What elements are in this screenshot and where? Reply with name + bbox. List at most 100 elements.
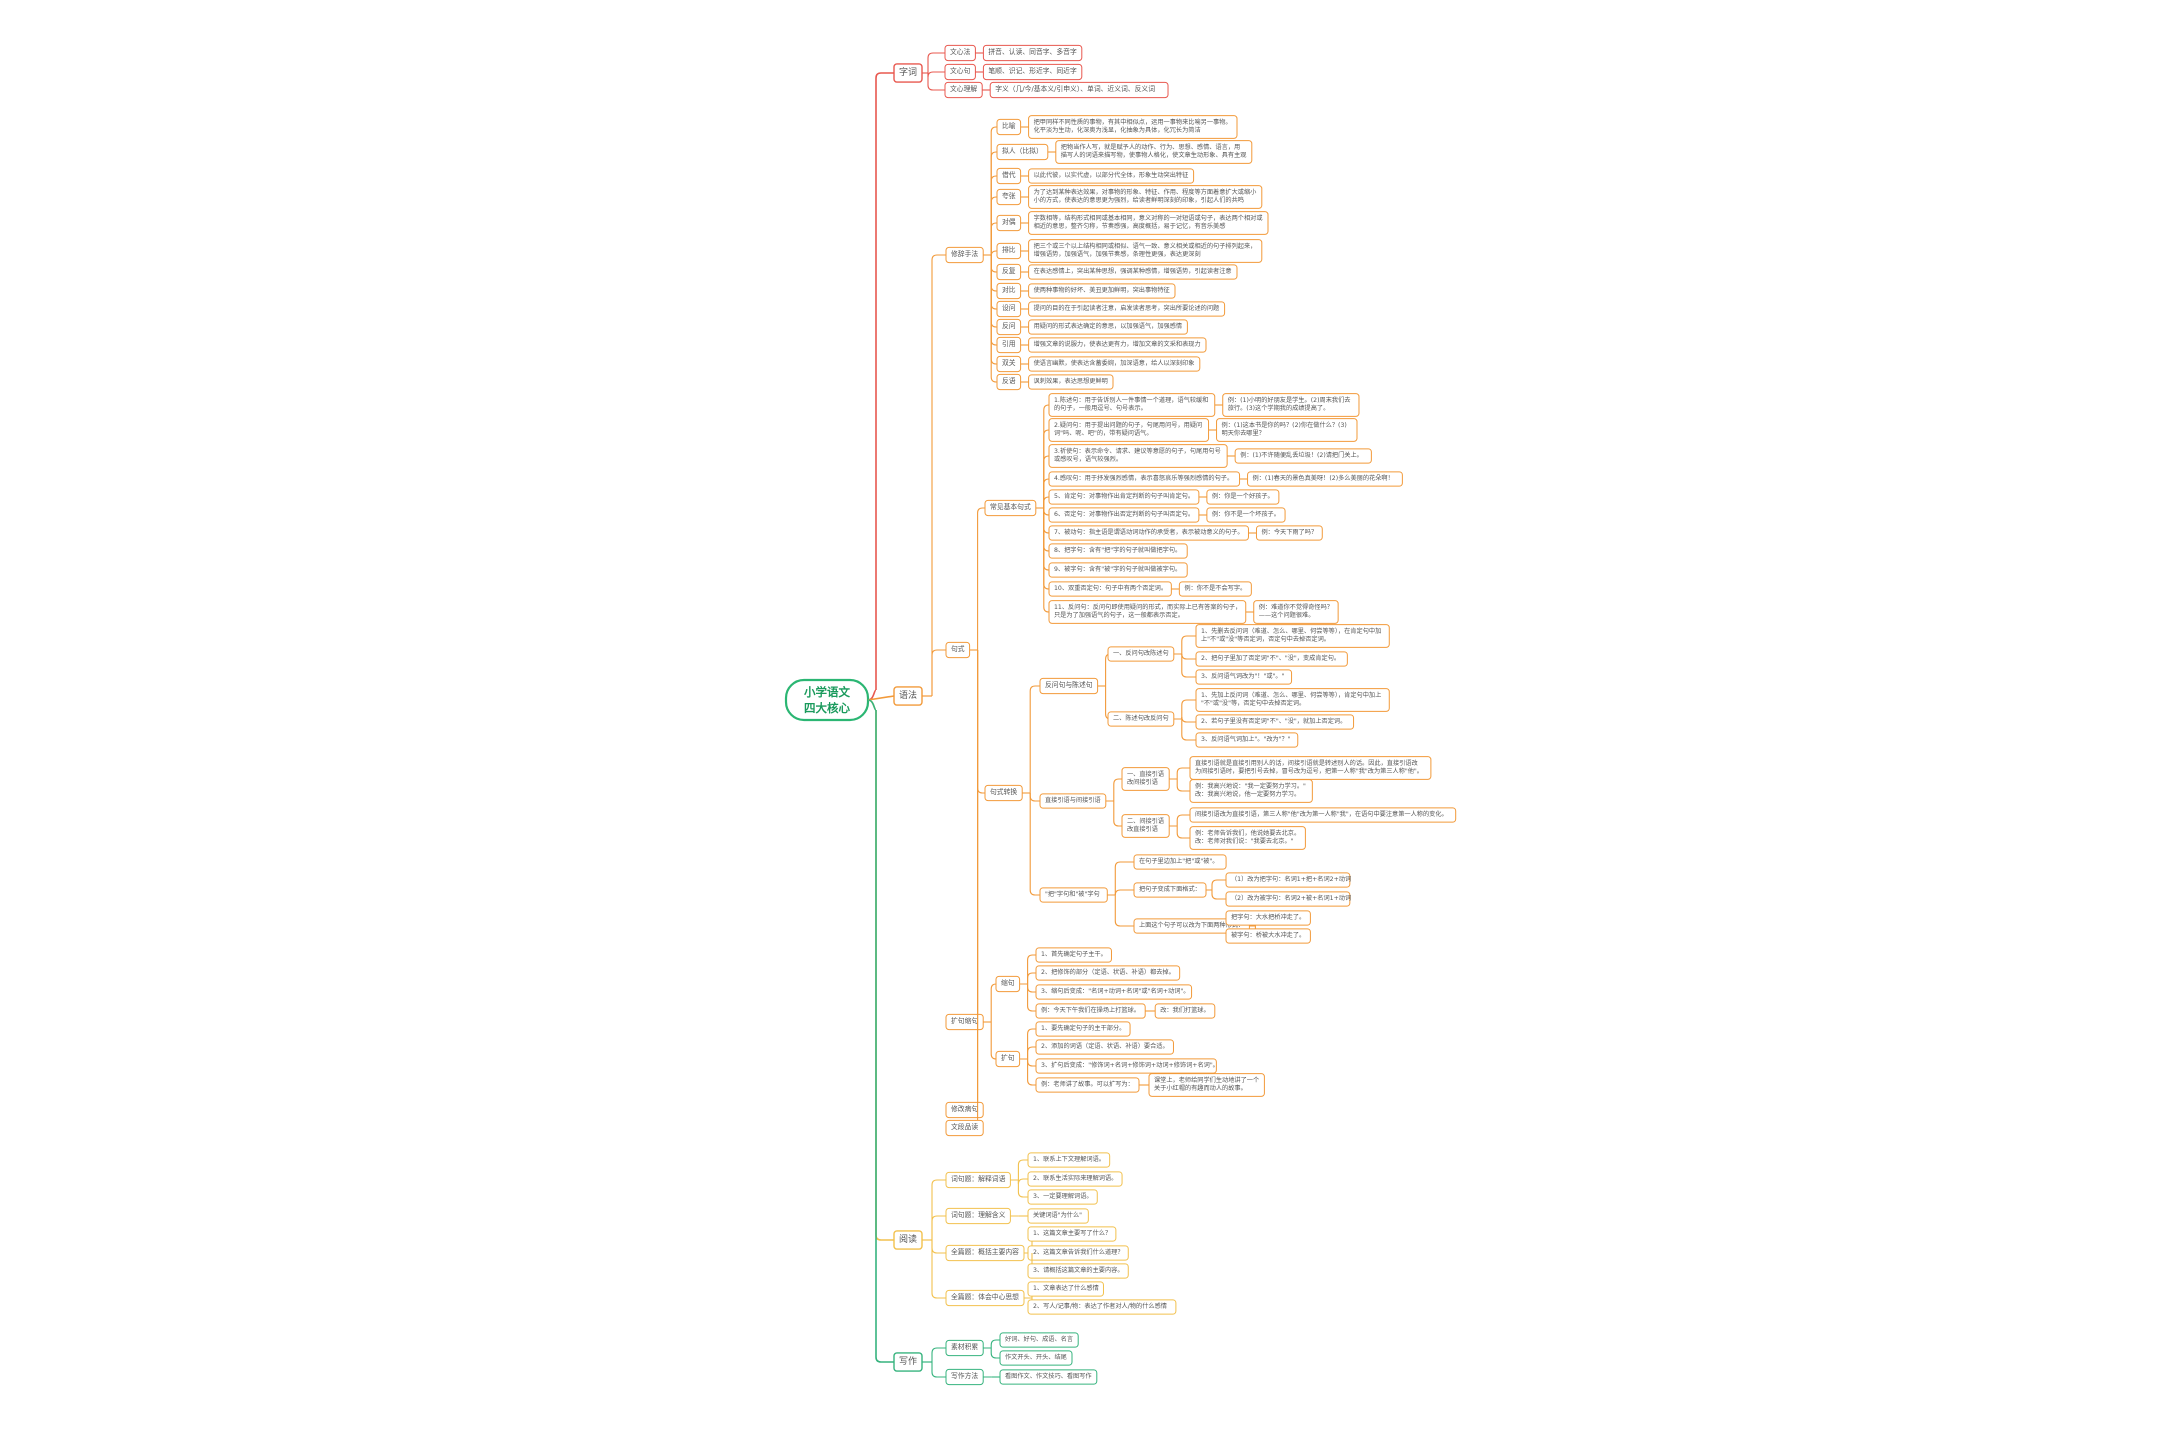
yuedu-item[interactable]: 2、联系生活实际来理解词语。 — [1027, 1171, 1123, 1187]
xiuci-type[interactable]: 对偶 — [996, 214, 1022, 232]
xiuci-node[interactable]: 修辞手法 — [945, 246, 984, 264]
yuedu-group[interactable]: 全篇题：概括主要内容 — [945, 1244, 1025, 1262]
xiugai-node[interactable]: 修改病句 — [945, 1101, 984, 1119]
fanwen-group[interactable]: 二、陈述句改反问句 — [1107, 711, 1175, 727]
xiuci-detail[interactable]: 把甲同样不同性质的事物，有其中相似点，运用一事物来比喻另一事物。化平淡为生动，化… — [1028, 115, 1238, 139]
branch-ciyu[interactable]: 字词 — [893, 63, 923, 83]
fanwen-node[interactable]: 反问句与陈述句 — [1039, 677, 1099, 695]
sentence-type[interactable]: 9、被字句：含有"被"字的句子就叫做被字句。 — [1048, 562, 1188, 578]
sentence-type[interactable]: 7、被动句：指主语是谓语动词动作的承受者，表示被动意义的句子。 — [1048, 525, 1249, 541]
sentence-example[interactable]: 例：(1)不许随便乱丢垃圾！(2)请把门关上。 — [1234, 448, 1372, 464]
xiuci-detail[interactable]: 在表达感情上，突出某种思想，强调某种感情，增强语势，引起读者注意 — [1028, 264, 1238, 280]
kuosuo-node[interactable]: 扩句缩句 — [945, 1013, 984, 1031]
suo-result[interactable]: 改：我们打篮球。 — [1154, 1003, 1216, 1019]
zhuanhuan-node[interactable]: 句式转换 — [984, 784, 1023, 802]
xiuci-type[interactable]: 反复 — [996, 263, 1022, 281]
sentence-type[interactable]: 11、反问句：反问句即使用疑问的形式，而实际上已有答案的句子，只是为了加强语气的… — [1048, 600, 1247, 624]
ciyu-item[interactable]: 文心句 — [944, 63, 976, 81]
xiuci-detail[interactable]: 用疑问的形式表达确定的意思，以加强语气，加强感情 — [1028, 319, 1188, 335]
fanwen-rule[interactable]: 1、先加上反问词（难道、怎么、哪里、何尝等等），肯定句中加上"不"或"没"等，否… — [1195, 688, 1390, 712]
sentence-example[interactable]: 例：(1)这本书是你的吗？(2)你在做什么？(3)明天你去哪里？ — [1216, 418, 1358, 442]
kuo-rule[interactable]: 3、扩句后变成："修饰词+名词+修饰词+动词+修饰词+名词"。 — [1035, 1058, 1219, 1074]
yinyu-node[interactable]: 直接引语与间接引语 — [1039, 793, 1107, 809]
xiuci-type[interactable]: 比喻 — [996, 118, 1022, 136]
xiuci-detail[interactable]: 字数相等，结构形式相同或基本相同，意义对称的一对短语或句子，表达两个相对或相近的… — [1028, 211, 1269, 235]
babei-example[interactable]: 被字句：桥被大水冲走了。 — [1225, 928, 1311, 944]
xiuci-type[interactable]: 拟人（比拟） — [996, 143, 1049, 161]
xiezuo-item[interactable]: 作文开头、开头、结尾 — [999, 1350, 1073, 1366]
babei-node[interactable]: "把"字句和"被"字句 — [1039, 887, 1108, 903]
fanwen-rule[interactable]: 3、反问语气词加上"。"改为"？" — [1195, 732, 1299, 748]
fanwen-group[interactable]: 一、反问句改陈述句 — [1107, 646, 1175, 662]
babei-example[interactable]: （1）改为把字句：名词1+把+名词2+动词 — [1225, 872, 1351, 888]
sentence-example[interactable]: 例：你不是一个坏孩子。 — [1206, 507, 1286, 523]
sentence-type[interactable]: 6、否定句：对事物作出否定判断的句子叫否定句。 — [1048, 507, 1200, 523]
sentence-example[interactable]: 例：你是一个好孩子。 — [1206, 489, 1280, 505]
xiuci-detail[interactable]: 使语言幽默，使表达含蓄委婉，加深语意，给人以深刻印象 — [1028, 356, 1201, 372]
sentence-example[interactable]: 例：难道你不觉得奇怪吗？——这个问题很难。 — [1253, 600, 1339, 624]
xiuci-type[interactable]: 双关 — [996, 355, 1022, 373]
kuo-node[interactable]: 扩句 — [995, 1050, 1021, 1068]
sentence-example[interactable]: 例：(1)小明的好朋友是学生。(2)周末我们去旅行。(3)这个学期我的成绩提高了… — [1222, 393, 1360, 417]
yuedu-group[interactable]: 词句题：理解含义 — [945, 1207, 1011, 1225]
xiuci-type[interactable]: 反语 — [996, 373, 1022, 391]
ciyu-detail[interactable]: 字义（几/今/基本义/引申义）、单词、近义词、反义词 — [989, 81, 1169, 99]
fanwen-rule[interactable]: 2、若句子里没有否定词"不"、"没"，就加上否定词。 — [1195, 714, 1355, 730]
xiuci-type[interactable]: 排比 — [996, 242, 1022, 260]
xiuci-type[interactable]: 夸张 — [996, 188, 1022, 206]
yuedu-item[interactable]: 关键词语"为什么" — [1027, 1208, 1089, 1224]
babei-rule[interactable]: 把句子变成下面格式： — [1133, 882, 1207, 898]
changjian-node[interactable]: 常见基本句式 — [984, 499, 1037, 517]
yinyu-rule[interactable]: 直接引语就是直接引用别人的话，间接引语就是转述别人的话。因此，直接引语改为间接引… — [1189, 756, 1432, 780]
yinyu-example[interactable]: 例：我高兴地说："我一定要努力学习。"改：我高兴地说，他一定要努力学习。 — [1189, 779, 1313, 803]
kuo-rule[interactable]: 例：老师讲了故事。可以扩写为： — [1035, 1077, 1140, 1093]
yuedu-group[interactable]: 词句题：解释词语 — [945, 1171, 1011, 1189]
sentence-example[interactable]: 例：你不是不会写字。 — [1178, 581, 1252, 597]
xiuci-type[interactable]: 引用 — [996, 336, 1022, 354]
fanwen-rule[interactable]: 3、反问语气词改为"！"或"。" — [1195, 669, 1293, 685]
sentence-type[interactable]: 5、肯定句：对事物作出肯定判断的句子叫肯定句。 — [1048, 489, 1200, 505]
sentence-type[interactable]: 10、双重否定句：句子中有两个否定词。 — [1048, 581, 1172, 597]
yuedu-item[interactable]: 2、这篇文章告诉我们什么道理？ — [1027, 1245, 1129, 1261]
sentence-type[interactable]: 8、把字句：含有"把"字的句子就叫做把字句。 — [1048, 543, 1188, 559]
xiezuo-item[interactable]: 看图作文、作文技巧、看图写作 — [999, 1369, 1098, 1385]
xiuci-detail[interactable]: 为了达到某种表达效果，对事物的形象、特征、作用、程度等方面着意扩大或缩小小的方式… — [1028, 185, 1263, 209]
suo-rule[interactable]: 3、缩句后变成："名词+动词+名词"或"名词+动词"。 — [1035, 984, 1193, 1000]
xiuci-detail[interactable]: 讽刺效果，表达思想更鲜明 — [1028, 374, 1114, 390]
xiuci-type[interactable]: 设问 — [996, 300, 1022, 318]
xiuci-detail[interactable]: 增强文章的说服力，使表达更有力，增加文章的文采和表现力 — [1028, 337, 1207, 353]
xiuci-type[interactable]: 反问 — [996, 318, 1022, 336]
branch-xiezuo[interactable]: 写作 — [893, 1352, 923, 1372]
suo-node[interactable]: 缩句 — [995, 975, 1021, 993]
yinyu-example[interactable]: 例：老师告诉我们，他说她要去北京。改：老师对我们说："我要去北京。" — [1189, 826, 1306, 850]
babei-example[interactable]: （2）改为被字句：名词2+被+名词1+动词 — [1225, 891, 1351, 907]
xiuci-detail[interactable]: 使两种事物的好坏、美丑更加鲜明，突出事物特征 — [1028, 283, 1176, 299]
xiuci-detail[interactable]: 把物当作人写，就是赋予人的动作、行为、思想、感情、语言，用描写人的词语来描写物，… — [1055, 140, 1253, 164]
yuedu-item[interactable]: 1、这篇文章主要写了什么？ — [1027, 1226, 1117, 1242]
ciyu-item[interactable]: 文心法 — [944, 44, 976, 62]
wenjuan-node[interactable]: 文段品读 — [945, 1119, 984, 1137]
xiuci-type[interactable]: 对比 — [996, 282, 1022, 300]
ciyu-detail[interactable]: 笔顺、识记、形近字、同近字 — [982, 63, 1083, 81]
ciyu-detail[interactable]: 拼音、认读、同音字、多音字 — [982, 44, 1083, 62]
sentence-type[interactable]: 4.感叹句：用于抒发强烈感情，表示喜怒哀乐等强烈感情的句子。 — [1048, 471, 1241, 487]
ciyu-item[interactable]: 文心理解 — [944, 81, 983, 99]
sentence-example[interactable]: 例：(1)春天的景色真美呀！(2)多么美丽的花朵啊！ — [1247, 471, 1403, 487]
xiuci-detail[interactable]: 提问的目的在于引起读者注意，启发读者思考，突出所要论述的问题 — [1028, 301, 1226, 317]
sentence-type[interactable]: 2.疑问句：用于提出问题的句子，句尾用问号，用疑问词"吗、呢、吧"的，带有疑问语… — [1048, 418, 1210, 442]
jushi-node[interactable]: 句式 — [945, 641, 971, 659]
sentence-example[interactable]: 例：今天下雨了吗？ — [1255, 525, 1323, 541]
branch-yufa[interactable]: 语法 — [893, 686, 923, 706]
xiuci-type[interactable]: 借代 — [996, 167, 1022, 185]
yuedu-item[interactable]: 3、一定要理解词语。 — [1027, 1189, 1098, 1205]
suo-rule[interactable]: 2、把修饰的部分（定语、状语、补语）都去掉。 — [1035, 965, 1181, 981]
sentence-type[interactable]: 1.陈述句：用于告诉别人一件事情一个道理，语气较缓和的句子，一般用逗号、句号表示… — [1048, 393, 1216, 417]
branch-yuedu[interactable]: 阅读 — [893, 1230, 923, 1250]
fanwen-rule[interactable]: 1、先删去反问词（难道、怎么、哪里、何尝等等），在肯定句中加上"不"或"没"等否… — [1195, 624, 1390, 648]
yuedu-item[interactable]: 1、文章表达了什么感情 — [1027, 1281, 1104, 1297]
yuedu-item[interactable]: 1、联系上下文理解词语。 — [1027, 1152, 1111, 1168]
